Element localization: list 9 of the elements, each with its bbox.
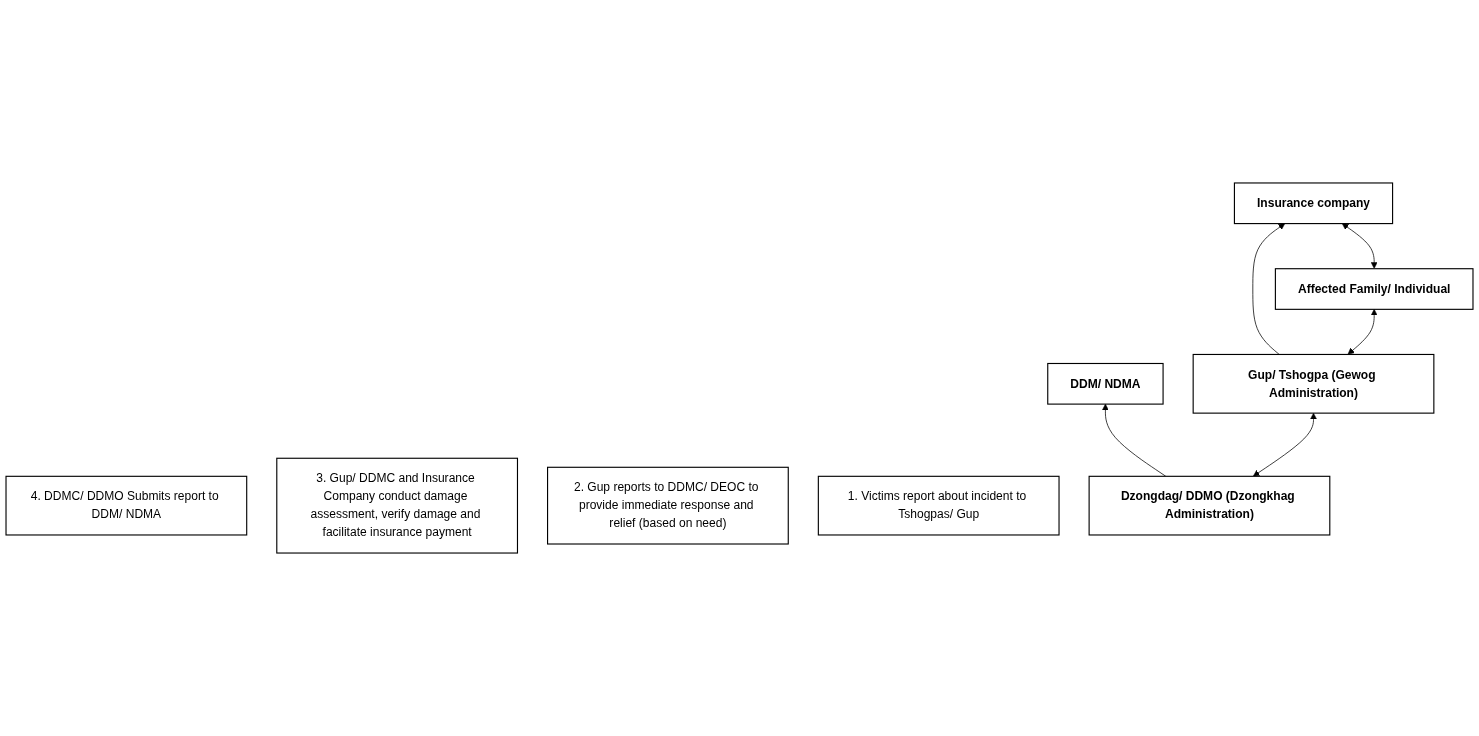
node-box: 3. Gup/ DDMC and Insurance Company conduct damage assessment, verify damage and facilitate insurance payment xyxy=(276,457,519,554)
node-box: Affected Family/ Individual xyxy=(1274,268,1474,310)
node-box: 1. Victims report about incident to Tshogpas/ Gup xyxy=(817,475,1060,536)
node-box: Insurance company xyxy=(1233,182,1394,225)
node-box: 2. Gup reports to DDMC/ DEOC to provide immediate response and relief (based on need) xyxy=(547,466,789,545)
node-box: Dzongdag/ DDMO (Dzongkhag Administration) xyxy=(1088,475,1331,536)
node-box: 4. DDMC/ DDMO Submits report to DDM/ NDMA xyxy=(5,475,248,536)
node-box: Gup/ Tshogpa (Gewog Administration) xyxy=(1192,353,1435,414)
node-box: DDM/ NDMA xyxy=(1047,362,1164,405)
